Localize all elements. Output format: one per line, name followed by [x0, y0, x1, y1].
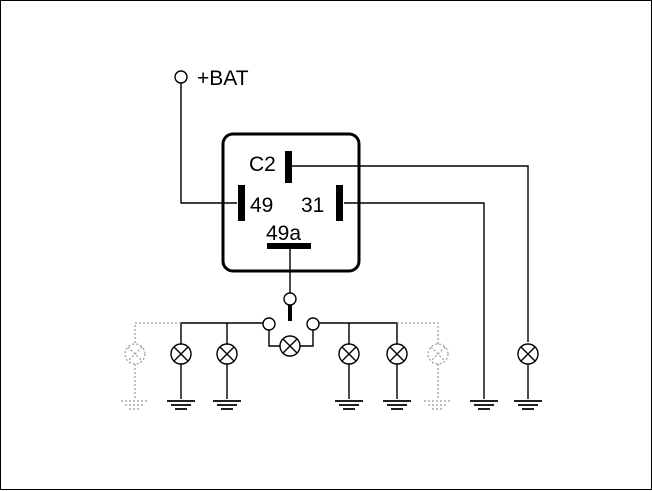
wire-bat-to-49: [180, 83, 237, 204]
terminal-31-label: 31: [301, 194, 324, 217]
ground-icon: [470, 400, 498, 410]
terminal-c2-label: C2: [249, 153, 276, 176]
relay-box: [221, 132, 361, 273]
contact-c2: [285, 151, 292, 183]
ground-icon: [167, 400, 195, 410]
lamp-icon: [338, 343, 360, 365]
left-bus: [180, 322, 263, 344]
switch-left-contact-icon: [262, 317, 276, 331]
ground-icon: [213, 400, 241, 410]
lamp-icon: [170, 343, 192, 365]
wire-31-to-ground: [344, 202, 485, 399]
bat-terminal-icon: [174, 70, 188, 84]
optional-ground-icon: [121, 400, 149, 410]
wire-c2-to-lamp: [291, 165, 529, 342]
ground-icon: [335, 400, 363, 410]
center-lamp-wire: [268, 330, 314, 347]
switch-right-contact-icon: [306, 317, 320, 331]
ground-icon: [383, 400, 411, 410]
optional-left-wire: [134, 322, 181, 399]
lamp-icon: [517, 343, 539, 365]
center-lamp-icon: [279, 335, 301, 357]
optional-ground-icon: [424, 400, 452, 410]
lamp-icon: [386, 343, 408, 365]
right-bus: [319, 322, 398, 344]
contact-31: [336, 185, 343, 221]
optional-right-wire: [397, 322, 439, 399]
optional-lamp-icon: [427, 343, 449, 365]
contact-49: [238, 185, 245, 221]
bat-label: +BAT: [197, 67, 249, 90]
lamp-icon: [216, 343, 238, 365]
terminal-49-label: 49: [250, 194, 273, 217]
terminal-49a-label: 49a: [266, 222, 301, 245]
contact-49a: [267, 243, 311, 249]
optional-lamp-icon: [124, 343, 146, 365]
switch-pivot-icon: [283, 292, 297, 306]
ground-icon: [514, 400, 542, 410]
